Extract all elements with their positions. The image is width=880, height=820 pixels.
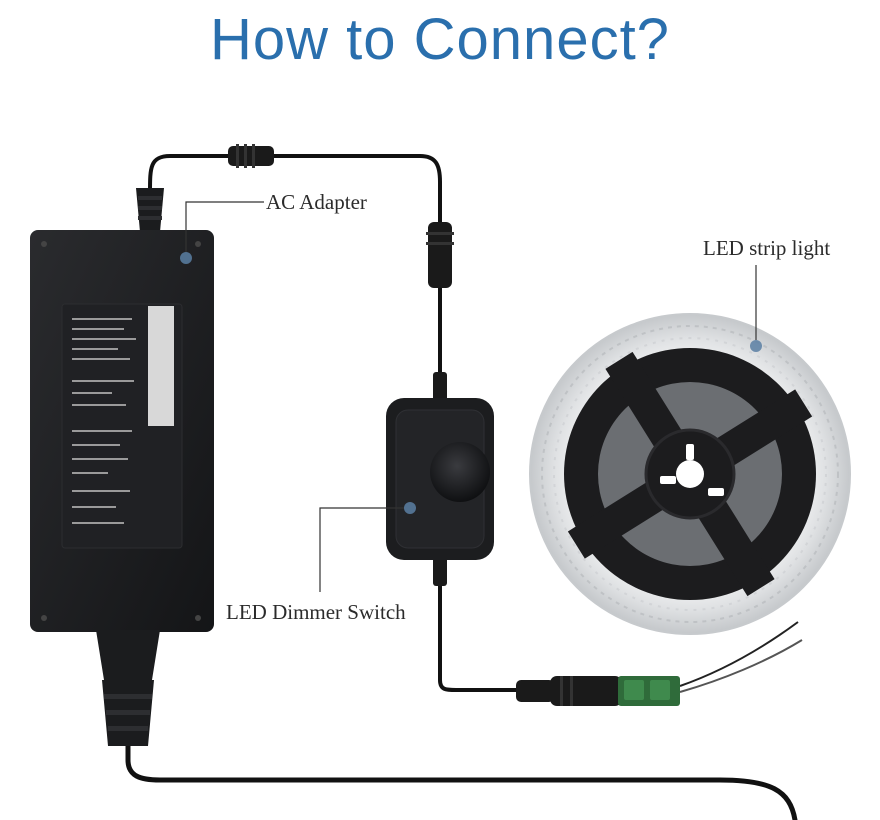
led-strip-reel [529,313,851,635]
marker-dot [404,502,416,514]
callout-led-strip [750,265,762,352]
marker-dot [750,340,762,352]
adapter-strain-relief-top [136,188,164,232]
adapter-strain-relief-bottom [96,630,160,746]
dc-plug-top [228,144,274,168]
cable-ac-power [125,737,798,820]
dimmer-switch [386,398,494,560]
dimmer-knob [430,442,490,502]
callout-ac-adapter [180,201,264,264]
dc-plug-strip [516,676,622,706]
dimmer-strain-reliefs [433,372,447,586]
terminal-block [618,676,680,706]
strip-lead-wires [679,621,803,693]
page-title: How to Connect? [210,7,670,72]
label-led-strip: LED strip light [703,236,831,260]
callout-dimmer [319,502,416,592]
marker-dot [180,252,192,264]
dc-connector-vertical [426,222,454,288]
label-ac-adapter: AC Adapter [266,190,367,214]
cable-dimmer-to-strip [438,558,522,692]
ac-adapter-body [30,230,214,632]
label-dimmer-switch: LED Dimmer Switch [226,600,406,624]
